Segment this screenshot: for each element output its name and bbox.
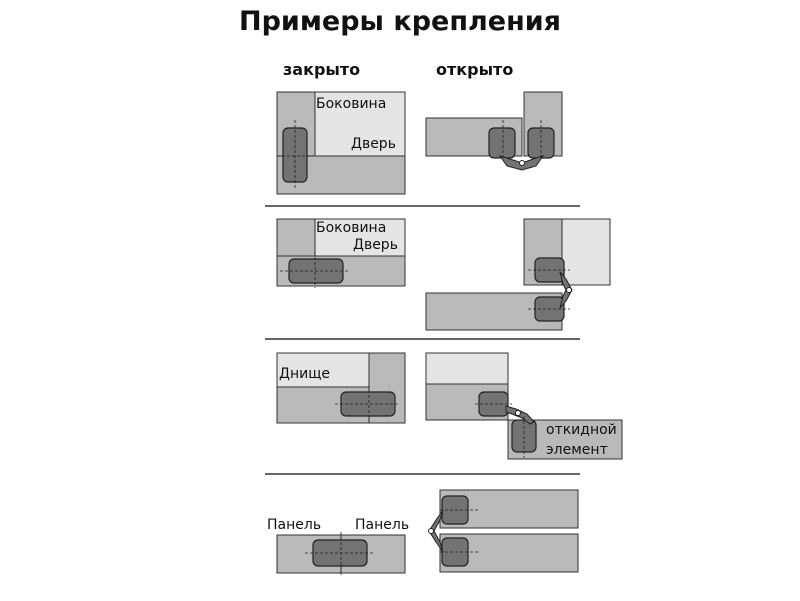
row1-closed: Боковина Дверь xyxy=(276,91,406,195)
row3-open: откидной элемент xyxy=(425,352,623,460)
label-bottom: Днище xyxy=(279,366,330,382)
hinge-plate xyxy=(478,391,509,417)
hinge-pivot xyxy=(428,528,434,534)
label-panel-right: Панель xyxy=(355,517,409,533)
row2-open xyxy=(425,218,611,331)
label-panel-left: Панель xyxy=(267,517,321,533)
label-side: Боковина xyxy=(316,96,386,112)
page-title: Примеры крепления xyxy=(239,6,561,37)
bottom-panel-light xyxy=(276,352,370,388)
label-side: Боковина xyxy=(316,220,386,236)
hinge-pivot xyxy=(519,160,525,166)
label-door: Дверь xyxy=(351,136,396,152)
column-label-closed: закрыто xyxy=(283,60,361,79)
column-label-open: открыто xyxy=(436,60,514,79)
label-door: Дверь xyxy=(353,237,398,253)
hinge-cup xyxy=(488,127,516,159)
label-flap-line2: элемент xyxy=(546,442,608,458)
bottom-panel-light xyxy=(425,352,509,385)
row4-closed: Панель Панель xyxy=(267,517,409,575)
row3-closed: Днище xyxy=(276,352,406,424)
side-panel-light xyxy=(561,218,611,286)
row4-open xyxy=(428,489,579,573)
row1-open xyxy=(425,91,563,171)
side-panel-edge xyxy=(276,218,316,257)
hinge-pivot xyxy=(515,410,521,416)
label-flap-line1: откидной xyxy=(546,422,617,438)
hinge-pivot xyxy=(566,287,572,293)
row2-closed: Боковина Дверь xyxy=(276,218,406,288)
